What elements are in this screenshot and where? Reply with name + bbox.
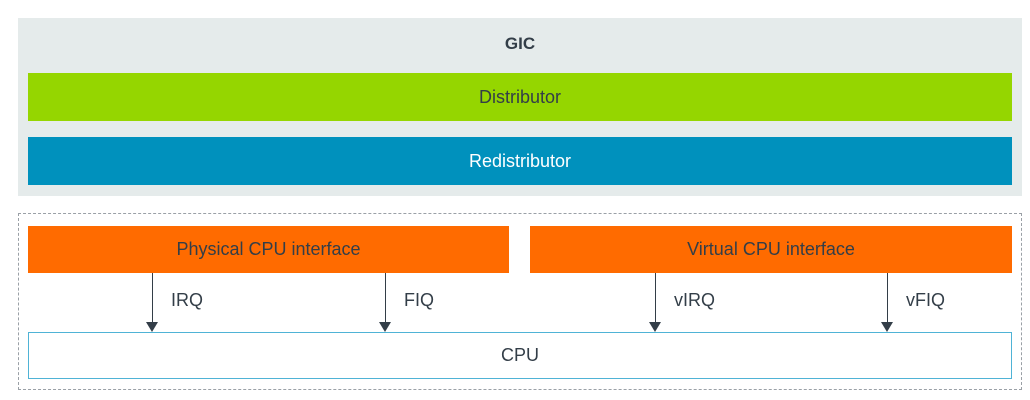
vfiq-arrow-line <box>887 273 888 323</box>
cpu-block: CPU <box>28 332 1012 379</box>
fiq-arrow-line <box>385 273 386 323</box>
virtual-cpu-interface-block: Virtual CPU interface <box>530 226 1012 273</box>
distributor-block: Distributor <box>28 73 1012 121</box>
irq-arrow-head-icon <box>146 322 158 332</box>
gic-title: GIC <box>504 34 536 53</box>
redistributor-label: Redistributor <box>468 150 572 171</box>
cpu-label: CPU <box>500 345 539 365</box>
vfiq-arrow-head-icon <box>881 322 893 332</box>
irq-arrow-line <box>152 273 153 323</box>
physical-cpu-interface-label: Physical CPU interface <box>176 239 361 259</box>
virq-signal-label: vIRQ <box>674 290 716 310</box>
irq-signal-label: IRQ <box>171 290 204 310</box>
fiq-signal-label: FIQ <box>404 290 434 310</box>
cpu-region-dashed-box <box>18 213 1022 390</box>
fiq-arrow-head-icon <box>379 322 391 332</box>
virq-arrow-head-icon <box>649 322 661 332</box>
distributor-label: Distributor <box>478 86 562 107</box>
virtual-cpu-interface-label: Virtual CPU interface <box>687 239 855 259</box>
virq-arrow-line <box>655 273 656 323</box>
vfiq-signal-label: vFIQ <box>906 290 945 310</box>
physical-cpu-interface-block: Physical CPU interface <box>28 226 509 273</box>
redistributor-block: Redistributor <box>28 137 1012 185</box>
